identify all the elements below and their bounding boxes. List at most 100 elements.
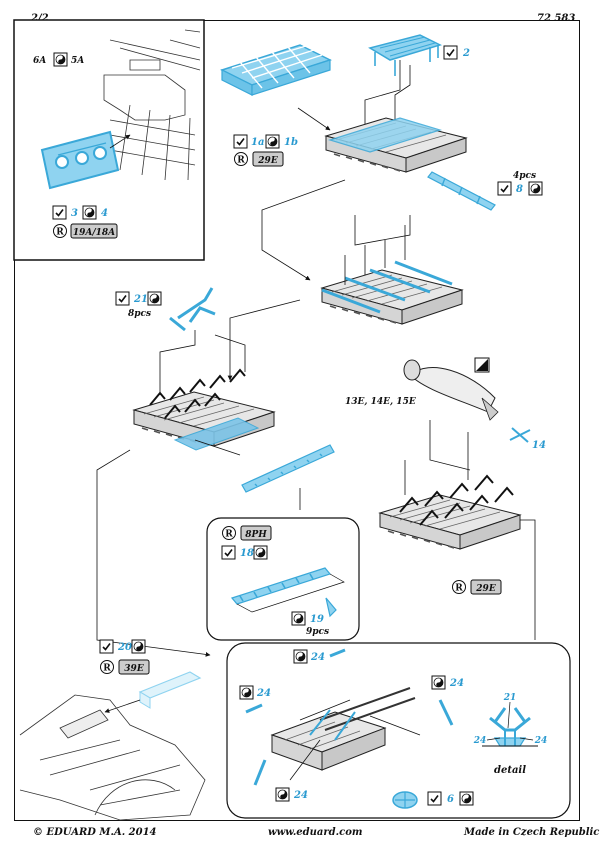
yin-yang-icon (528, 181, 543, 196)
qty-4pcs: 4pcs (513, 171, 536, 181)
check-fold-icon (443, 45, 458, 60)
pe-part-6 (392, 791, 418, 809)
leader-lines (354, 215, 411, 246)
remove-r-icon (222, 526, 236, 540)
leader-lines (404, 420, 471, 495)
step-19-label: 19 (310, 614, 324, 625)
check-fold-icon (221, 545, 236, 560)
check-fold-icon (497, 181, 512, 196)
bomb-hooks (399, 474, 514, 526)
remove-r-icon (53, 224, 67, 238)
step-21-label: 21 (133, 294, 148, 305)
leader-lines (194, 439, 301, 510)
arrow (104, 699, 141, 713)
leader-lines (344, 225, 406, 285)
check-fold-icon (99, 639, 114, 654)
arrow (227, 299, 301, 381)
inset-step-3: 3 (71, 208, 78, 219)
pe-part-14 (509, 427, 531, 443)
pe-part-8 (427, 171, 496, 211)
bomb (403, 359, 499, 421)
inset-step-4: 4 (101, 208, 108, 219)
ladder-detail-box: 8PH 18 19 9pcs (206, 517, 360, 641)
page-number: 2/2 (31, 13, 49, 24)
bomb-hooks (149, 368, 246, 419)
check-fold-icon (115, 291, 130, 306)
remove-parts-box (70, 223, 118, 239)
check-fold-icon (427, 791, 442, 806)
step-24-label: 24 (256, 688, 271, 699)
pe-rail (241, 444, 335, 493)
pe-part-24 (245, 703, 263, 714)
remove-parts-box (240, 525, 272, 541)
remove-39e-label: 39E (124, 664, 144, 674)
gun-detail-box: 24 24 24 24 6 (226, 642, 571, 819)
yin-yang-icon (239, 685, 254, 700)
bomb-parts-label: 13E, 14E, 15E (345, 397, 416, 407)
step-14-label: 14 (532, 440, 546, 451)
remove-parts-box (252, 151, 284, 167)
leader-lines (159, 330, 246, 395)
detail-caption: detail (494, 765, 526, 776)
detail-figure (482, 701, 538, 747)
yin-yang-icon (275, 787, 290, 802)
step-24-label: 24 (449, 678, 464, 689)
remove-29e-label: 29E (257, 156, 278, 166)
check-fold-icon (233, 134, 248, 149)
step-20-label: 20 (117, 642, 132, 653)
kit-number: 72 583 (537, 13, 576, 24)
inset-pe-frame (40, 130, 120, 190)
step-1a-label: 1a (251, 137, 264, 148)
yin-yang-icon (131, 639, 146, 654)
inset-bomb-bay-sketch (103, 29, 201, 181)
step-24-label: 24 (310, 652, 325, 663)
step-1b-label: 1b (284, 137, 298, 148)
remove-r-icon (452, 580, 466, 594)
detail-part-24-left: 24 (473, 736, 487, 746)
yin-yang-icon (459, 791, 474, 806)
footer-website[interactable]: www.eduard.com (268, 827, 363, 838)
check-fold-icon (52, 205, 67, 220)
pe-part-24 (438, 699, 454, 726)
inset-remove-parts: 19A/18A (73, 228, 115, 238)
remove-r-icon (100, 660, 114, 674)
pe-part-18 (230, 567, 345, 613)
step-18-label: 18 (240, 548, 254, 559)
step-6-label: 6 (447, 794, 454, 805)
leader-lines (289, 699, 421, 781)
remove-parts-box (118, 659, 150, 675)
yin-yang-icon (82, 205, 97, 220)
detail-part-24-right: 24 (534, 736, 548, 746)
inset-label-6a: 6A (33, 56, 46, 66)
inset-label-5a: 5A (71, 56, 84, 66)
remove-r-icon (234, 152, 248, 166)
ladder-remove-parts: 8PH (245, 530, 267, 540)
yin-yang-icon (253, 545, 268, 560)
pe-part-24 (253, 759, 267, 786)
arrow (96, 449, 211, 657)
page-frame (14, 20, 580, 821)
arrow (297, 107, 331, 131)
yin-yang-icon (53, 52, 68, 67)
footer-origin: Made in Czech Republic (464, 827, 600, 838)
wing-sketch (19, 694, 206, 821)
remove-29e-b-label: 29E (475, 584, 496, 594)
paint-icon (474, 357, 490, 373)
inset-label-6a-text: 6A (33, 56, 46, 66)
yin-yang-icon (265, 134, 280, 149)
pe-bars-installed (321, 260, 453, 314)
inset-box: 6A 5A 3 4 19A/18A (13, 19, 205, 261)
pe-part-2 (368, 34, 443, 76)
pe-side-panel (173, 417, 260, 451)
pe-grid-installed (327, 117, 443, 153)
pe-part-24 (329, 648, 346, 658)
bomb-bay-rack (379, 494, 521, 550)
remove-parts-box (470, 579, 502, 595)
footer-copyright: © EDUARD M.A. 2014 (33, 827, 157, 838)
pe-part-20 (138, 671, 202, 709)
qty-9pcs: 9pcs (306, 627, 329, 637)
yin-yang-icon (293, 649, 308, 664)
leader-lines (364, 60, 411, 125)
detail-part-21: 21 (503, 693, 517, 703)
